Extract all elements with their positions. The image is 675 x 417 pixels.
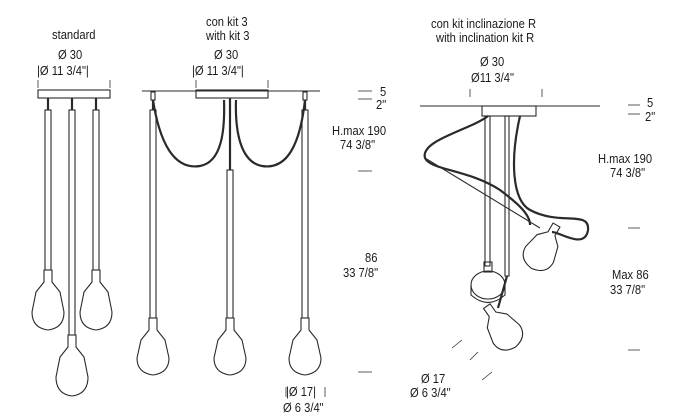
kit3-shade-right [288, 317, 322, 376]
standard-lamp [31, 80, 113, 397]
kit3-diameter-cm: Ø 30 [214, 47, 239, 62]
kitR-diameter-in: Ø11 3/4" [471, 70, 514, 85]
right-body-in: 33 7/8" [610, 282, 646, 297]
kitR-shade-center [470, 270, 506, 300]
kitR-diameter-cm: Ø 30 [480, 54, 505, 69]
standard-shade-right [79, 269, 113, 331]
center-hmax-cm: H.max 190 [332, 123, 387, 138]
standard-canopy [37, 89, 111, 99]
center-canopy-in: 2" [376, 97, 387, 112]
kit3-lamp [136, 80, 322, 376]
right-body-cm: Max 86 [612, 267, 649, 282]
kitR-lamp [420, 89, 600, 381]
center-shade-cm: |Ø 17| [286, 384, 317, 399]
standard-shade-left [31, 269, 65, 331]
kit3-shade-left [136, 317, 170, 376]
right-dim-ticks [628, 104, 640, 351]
right-canopy-in: 2" [645, 109, 656, 124]
kitR-shade-upper [522, 222, 561, 272]
standard-shade-center [55, 334, 89, 397]
right-hmax-cm: H.max 190 [598, 151, 653, 166]
standard-title: standard [52, 27, 96, 42]
center-body-in: 33 7/8" [343, 265, 379, 280]
center-canopy-cm: 5 [380, 84, 387, 99]
standard-diameter-cm: Ø 30 [58, 47, 83, 62]
right-shade-cm: Ø 17 [421, 371, 446, 386]
right-canopy-cm: 5 [647, 95, 654, 110]
kitR-title-line2: with inclination kit R [436, 30, 535, 45]
center-body-cm: 86 [365, 250, 378, 265]
center-hmax-in: 74 3/8" [340, 137, 376, 152]
center-shade-in: Ø 6 3/4" [283, 400, 324, 415]
kit3-canopy [195, 89, 269, 99]
kit3-shade-center [213, 317, 247, 376]
kitR-canopy [481, 105, 537, 117]
kit3-title-line1: con kit 3 [206, 14, 248, 29]
kitR-shade-lower [482, 303, 524, 351]
kit3-diameter-in: |Ø 11 3/4"| [192, 63, 244, 78]
right-hmax-in: 74 3/8" [610, 165, 646, 180]
right-shade-in: Ø 6 3/4" [410, 385, 451, 400]
center-dim-ticks [285, 90, 372, 397]
kitR-title-line1: con kit inclinazione R [431, 16, 537, 31]
standard-diameter-in: |Ø 11 3/4"| [37, 63, 89, 78]
kit3-title-line2: with kit 3 [206, 28, 250, 43]
